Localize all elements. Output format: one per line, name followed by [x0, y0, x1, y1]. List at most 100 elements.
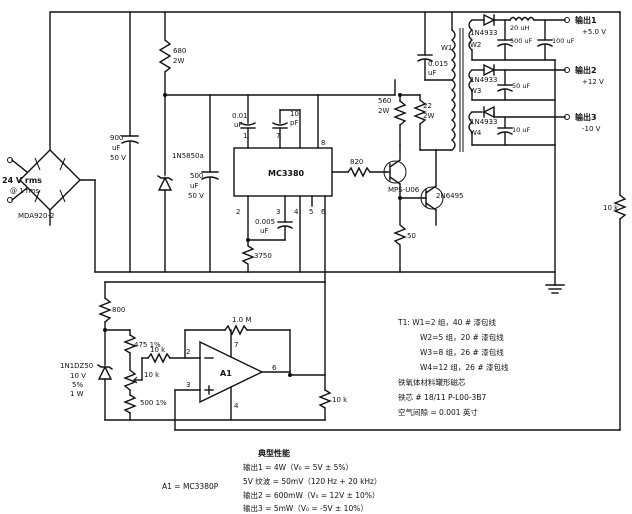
- input-filter-capacitor: [121, 11, 139, 273]
- performance-line: 输出1 = 4W（V₀ = 5V ± 5%）: [243, 462, 353, 472]
- a1-definition: A1 = MC3380P: [162, 482, 219, 491]
- resistor-22: [413, 94, 437, 151]
- out3-voltage: -10 V: [582, 125, 601, 133]
- c10-unit: pF: [290, 119, 298, 127]
- capacitor-10pf: [272, 109, 301, 149]
- diode-out1: [471, 13, 566, 27]
- amp-pin-7: 7: [234, 341, 238, 349]
- r500-value: 500 1%: [140, 399, 167, 407]
- r10k-output-value: 10 k: [332, 396, 348, 404]
- amp-pin-6: 6: [272, 364, 277, 372]
- performance-line: 输出2 = 600mW（V₀ = 12V ± 10%）: [243, 490, 379, 500]
- input-voltage-label: 24 V rms: [2, 176, 42, 185]
- potentiometer-10k: [123, 369, 143, 396]
- resistor-10k-input: [141, 352, 201, 364]
- amp-pin-3: 3: [186, 381, 190, 389]
- resistor-10k-right: [613, 11, 627, 431]
- c001-unit: uF: [234, 121, 242, 129]
- c500-label: 500 uF: [510, 37, 533, 45]
- zener-bottom-voltage: 10 V: [70, 372, 86, 380]
- zener-bottom-label: 1N1DZ50: [60, 362, 93, 370]
- out3-label: 输出3: [575, 112, 597, 122]
- c0005-value: 0.005: [255, 218, 275, 226]
- resistor-475: [123, 329, 137, 371]
- w2-label: W2: [470, 41, 481, 49]
- c-mid-unit: uF: [190, 182, 198, 190]
- w1-label: W1: [441, 44, 452, 52]
- r10k-right-value: 10 k: [603, 204, 619, 212]
- c10-value: 10: [290, 110, 299, 118]
- transformer-note: W2=5 组，20 # 漆包线: [420, 332, 504, 342]
- resistor-500: [123, 394, 137, 421]
- amp-pin-2: 2: [186, 348, 190, 356]
- r475-value: 475 1%: [134, 341, 161, 349]
- r50-value: 50: [407, 232, 416, 240]
- r680-value: 680: [173, 47, 186, 55]
- c20-label: 20 uH: [510, 24, 529, 32]
- r22-value: 22: [423, 102, 432, 110]
- ic-label: MC3380: [268, 169, 305, 178]
- r10k-pot-value: 10 k: [144, 371, 160, 379]
- resistor-800: [98, 297, 112, 331]
- c0015-value: 0.015: [428, 60, 448, 68]
- driver-label: MPS-U06: [388, 186, 420, 194]
- zener-bottom-watt: 1 W: [70, 390, 84, 398]
- c-in-unit: uF: [112, 144, 120, 152]
- ic-pin-5: 5: [309, 208, 313, 216]
- r820-value: 820: [350, 158, 363, 166]
- performance-line: 5V 纹波 = 50mV（120 Hz + 20 kHz）: [243, 476, 382, 486]
- output-transistor-label: 2N6495: [436, 192, 464, 200]
- c0015-unit: uF: [428, 69, 436, 77]
- transformer-note: W4=12 组，26 # 漆包线: [420, 362, 509, 372]
- r10m-value: 1.0 M: [232, 316, 251, 324]
- ic-pin-7: 7: [276, 132, 280, 140]
- c-mid-voltage: 50 V: [188, 192, 204, 200]
- c-in-voltage: 50 V: [110, 154, 126, 162]
- w4-label: W4: [470, 129, 482, 137]
- capacitor-0005uf: [247, 221, 293, 241]
- r10k-input-value: 10 k: [150, 346, 166, 354]
- transformer-note: T1: W1=2 组，40 # 漆包线: [397, 317, 496, 327]
- ic-pin-8: 8: [321, 139, 325, 147]
- zener-diode-bottom: [97, 364, 113, 421]
- out2-label: 输出2: [575, 65, 597, 75]
- ic-pin-1: 1: [243, 132, 247, 140]
- driver-transistor: [383, 144, 407, 199]
- amp-pin-4: 4: [234, 402, 239, 410]
- zener-top-label: 1N5850a: [172, 152, 204, 160]
- performance-heading: 典型性能: [258, 448, 290, 458]
- resistor-3750: [241, 239, 255, 273]
- capacitor-500uf: [201, 94, 219, 273]
- diode-out3: [471, 105, 566, 146]
- ic-pin-2: 2: [236, 208, 240, 216]
- c100-label: 100 uF: [552, 37, 575, 45]
- capacitor-001uf: [240, 94, 256, 139]
- capacitor-500uf-out1: [471, 19, 556, 61]
- c50-label: 50 uF: [512, 82, 530, 90]
- amp-label: A1: [220, 369, 232, 378]
- diode-out2: [471, 63, 566, 101]
- d3-label: 1N4933: [470, 118, 498, 126]
- input-terminals: [7, 157, 96, 203]
- capacitor-0015uf: [417, 11, 453, 81]
- r3750-value: 3750: [254, 252, 272, 260]
- r22-watt: 2W: [423, 112, 434, 120]
- performance-line: 输出3 = 5mW（V₀ = -5V ± 10%）: [243, 503, 368, 513]
- bridge-label: MDA920-2: [18, 212, 54, 220]
- out1-voltage: +5.0 V: [582, 28, 606, 36]
- c-in-value: 900: [110, 134, 123, 142]
- transformer-note: W3=8 组，26 # 漆包线: [420, 347, 504, 357]
- resistor-820: [331, 166, 387, 178]
- c-mid-value: 500: [190, 172, 203, 180]
- r560-watt: 2W: [378, 107, 389, 115]
- transformer-note: 铁氧体材料罐形磁芯: [398, 377, 466, 387]
- ic-pin-4: 4: [294, 208, 299, 216]
- r560-value: 560: [378, 97, 391, 105]
- d1-label: 1N4933: [470, 29, 498, 37]
- c001-value: 0.01: [232, 112, 248, 120]
- out1-label: 输出1: [575, 15, 597, 25]
- r680-watt: 2W: [173, 57, 184, 65]
- resistor-680: [158, 11, 172, 96]
- ic-pin-3: 3: [276, 208, 280, 216]
